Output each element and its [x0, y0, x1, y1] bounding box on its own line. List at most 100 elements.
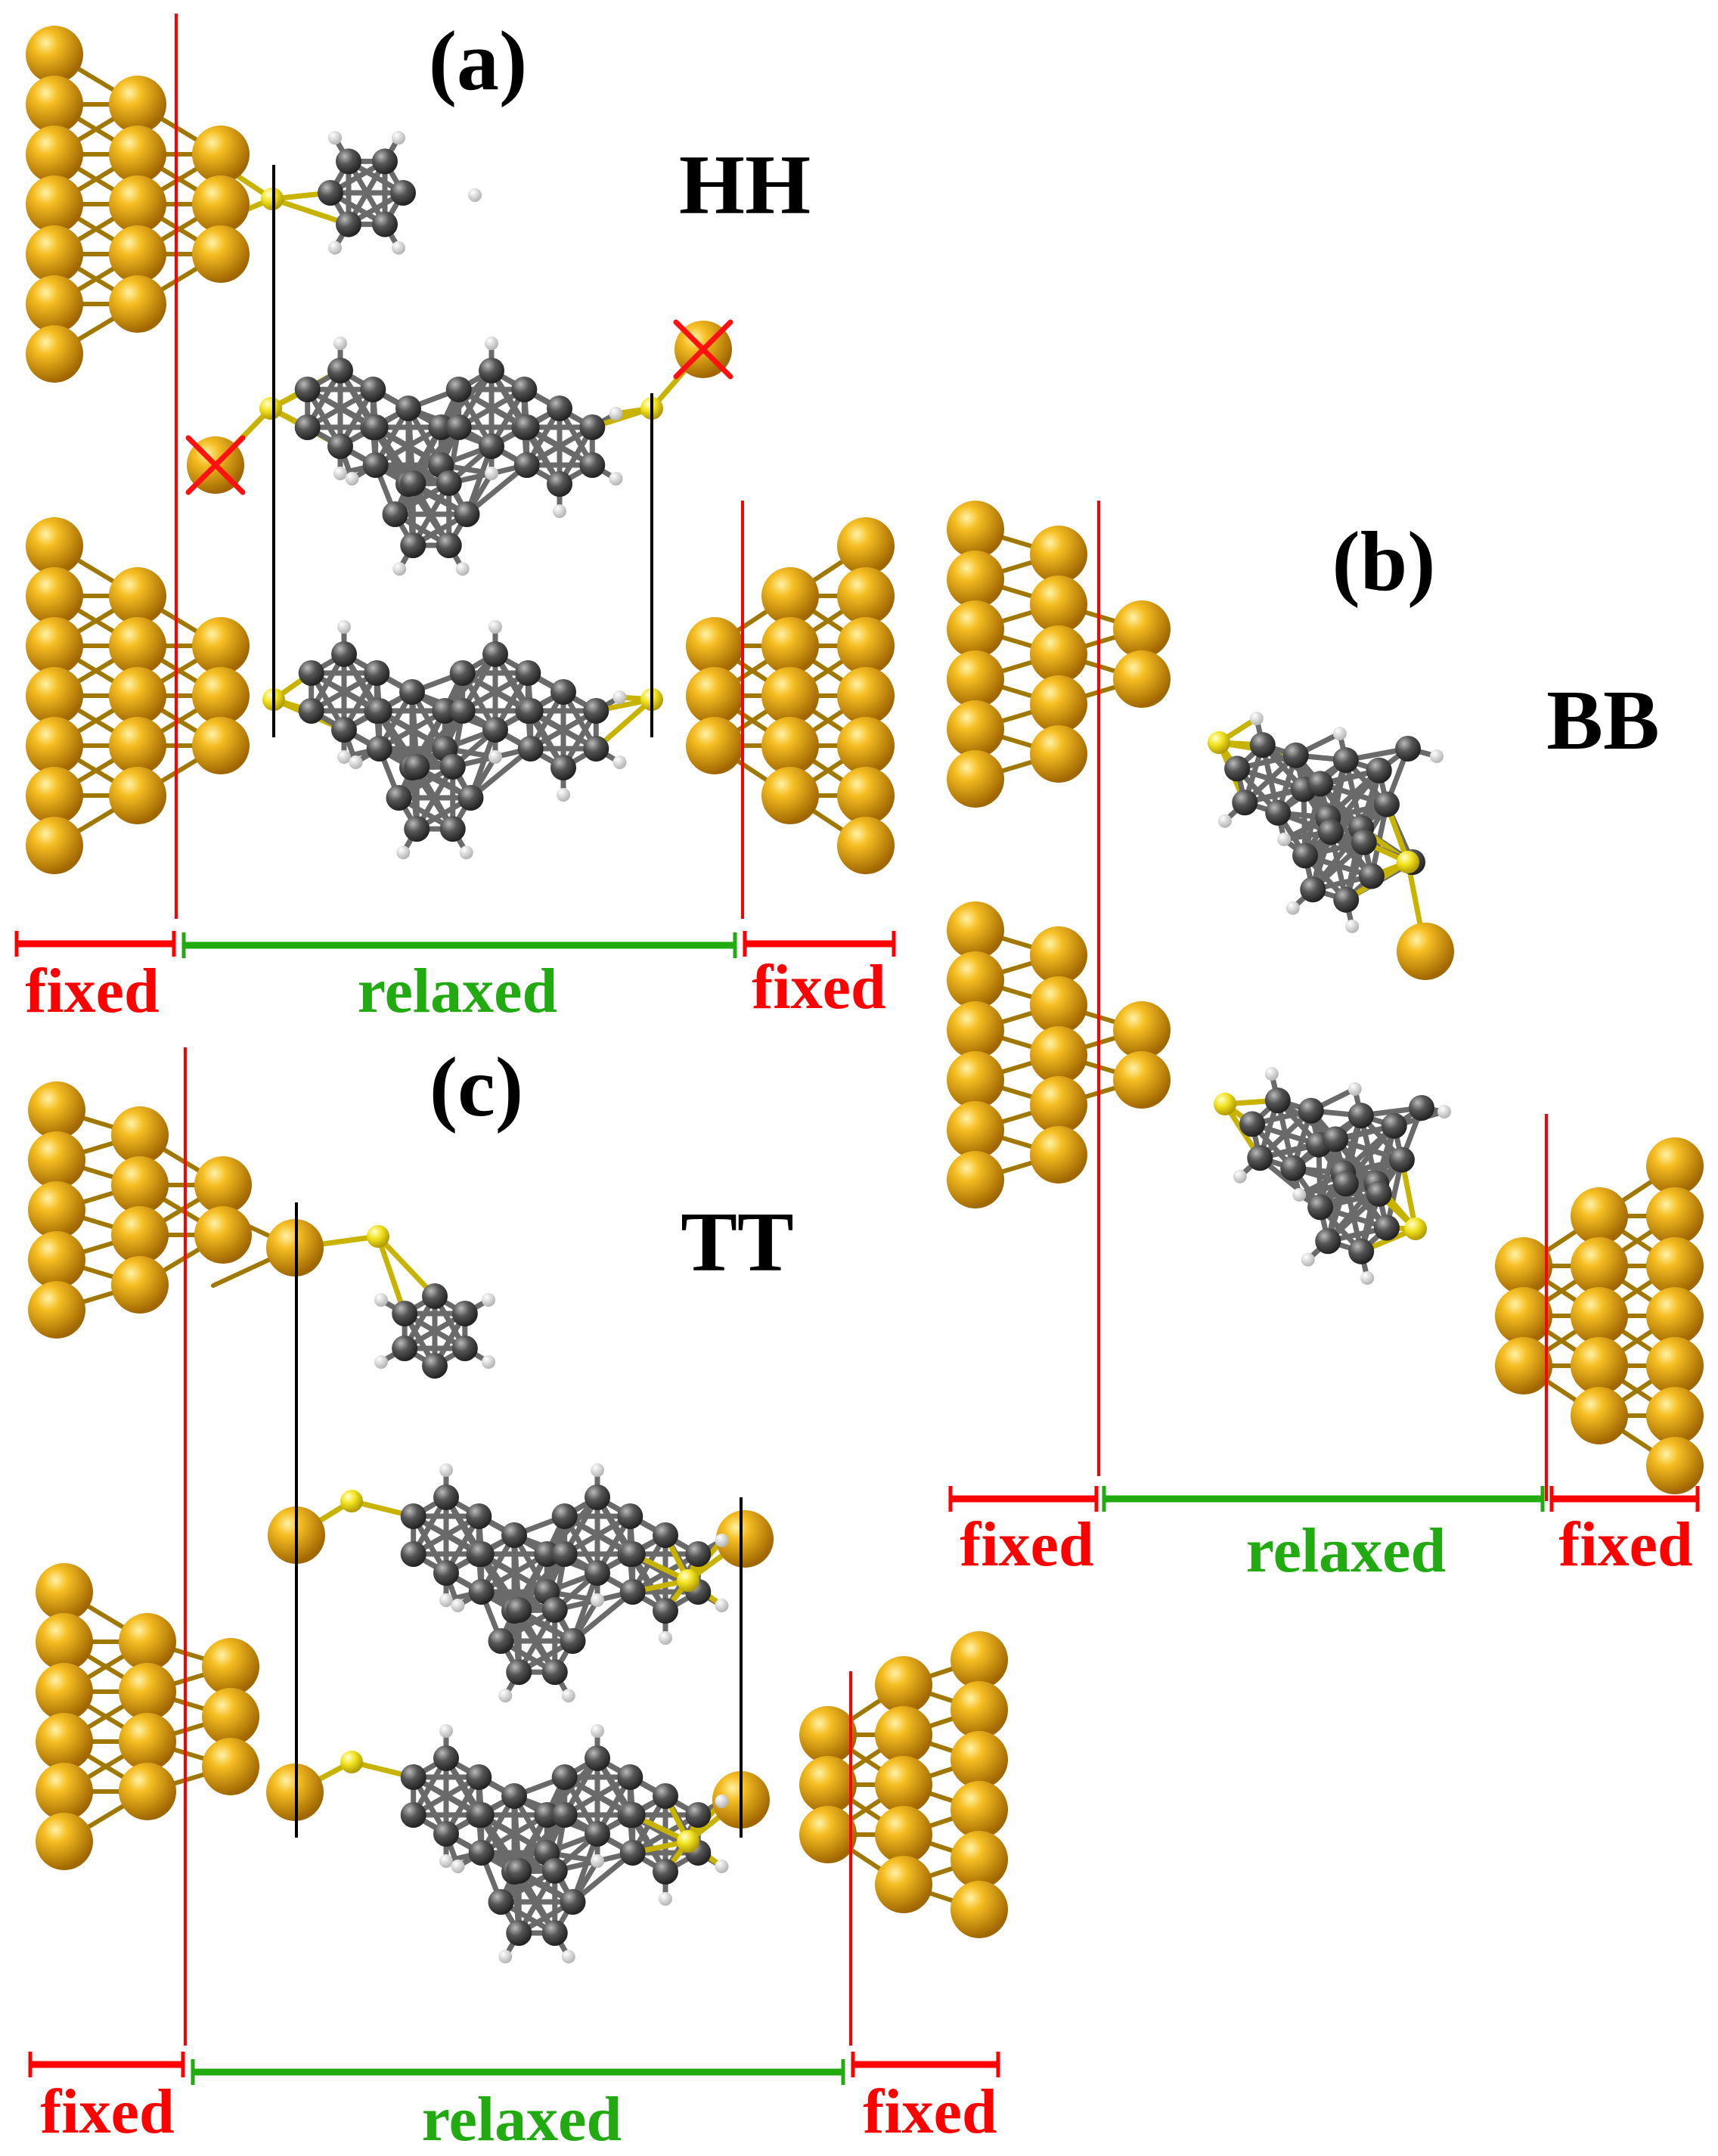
gold-atom	[26, 717, 83, 774]
carbon-atom	[1249, 732, 1276, 758]
hydrogen-atom	[561, 1689, 575, 1703]
carbon-atom	[1239, 1111, 1266, 1137]
carbon-atom	[619, 1579, 646, 1605]
guide-lines	[175, 14, 1548, 2046]
carbon-atom	[506, 1659, 532, 1686]
gold-atom	[686, 617, 743, 675]
gold-atom	[26, 767, 83, 824]
carbon-atom	[386, 785, 412, 811]
gold-atom	[1571, 1187, 1628, 1245]
gold-atom	[1646, 1287, 1704, 1345]
gold-atom	[947, 700, 1004, 758]
gold-atom	[1495, 1337, 1552, 1394]
gold-atom	[1646, 1387, 1704, 1444]
carbon-atom	[392, 1301, 418, 1326]
region-bars	[14, 931, 1700, 2085]
hydrogen-atom	[374, 1355, 388, 1369]
gold-atom	[111, 1206, 169, 1264]
gold-atom	[119, 1613, 176, 1671]
gold-atom	[192, 617, 250, 675]
carbon-atom	[551, 1541, 578, 1567]
panel-b-fixed-left-label: fixed	[960, 1509, 1093, 1580]
gold-atom	[109, 175, 166, 233]
gold-atom	[109, 76, 166, 133]
gold-atom	[109, 126, 166, 183]
gold-atom	[1571, 1337, 1628, 1394]
gold-atom	[1030, 625, 1087, 683]
carbon-atom	[1292, 842, 1319, 869]
gold-atom	[1030, 976, 1087, 1034]
hydrogen-atom	[485, 467, 498, 480]
carbon-atom	[1264, 1087, 1291, 1114]
carbon-atom	[1265, 799, 1292, 826]
hydrogen-atom	[553, 504, 566, 518]
carbon-atom	[433, 1745, 459, 1771]
panel-c-relaxed-bar	[191, 2059, 845, 2085]
carbon-atom	[541, 1659, 568, 1686]
panel-b-fixed-right-label: fixed	[1558, 1509, 1692, 1580]
hydrogen-atom	[333, 467, 347, 480]
hydrogen-atom	[392, 131, 405, 145]
panel-c-fixed-left-label: fixed	[40, 2077, 174, 2147]
carbon-atom	[488, 1628, 514, 1654]
carbon-atom	[551, 1764, 578, 1790]
carbon-atom	[445, 377, 472, 402]
carbon-atom	[583, 736, 609, 762]
gold-atom	[192, 225, 250, 283]
carbon-atom	[1247, 1145, 1273, 1171]
gold-atom	[947, 901, 1004, 959]
carbon-atom	[1280, 1155, 1307, 1181]
hydrogen-atom	[333, 337, 347, 350]
gold-atom	[947, 750, 1004, 808]
panel-a-relaxed-label: relaxed	[358, 956, 557, 1026]
hydrogen-atom	[1345, 919, 1360, 933]
carbon-atom	[479, 433, 504, 459]
carbon-atom	[454, 501, 480, 527]
carbon-atom	[436, 470, 462, 496]
carbon-atom	[1395, 736, 1421, 762]
carbon-atom	[583, 698, 609, 724]
panel-c-relaxed-label: relaxed	[422, 2084, 622, 2154]
gold-atom	[1113, 650, 1171, 708]
hydrogen-atom	[345, 472, 359, 485]
carbon-atom	[327, 433, 353, 459]
gold-atom	[716, 1510, 774, 1568]
hydrogen-atom	[1285, 901, 1300, 915]
gold-atom	[26, 667, 83, 724]
carbon-atom	[1409, 1095, 1434, 1121]
gold-atom	[875, 1856, 932, 1913]
hydrogen-atom	[498, 1950, 513, 1964]
sulfur-atom	[340, 1751, 363, 1773]
gold-atom	[950, 1631, 1008, 1689]
gold-atom	[26, 567, 83, 625]
molecular-bond	[570, 1850, 636, 1905]
hydrogen-atom	[659, 1631, 672, 1645]
hydrogen-atom	[591, 1463, 604, 1477]
hydrogen-atom	[715, 1860, 729, 1873]
carbon-atom	[619, 1541, 646, 1567]
sulfur-atom	[340, 1490, 363, 1512]
gold-atom	[36, 1663, 93, 1720]
carbon-atom	[513, 452, 540, 478]
hydrogen-atom	[1277, 832, 1292, 846]
hydrogen-atom	[609, 472, 623, 485]
panel-c-fixed-right-bar	[851, 2052, 1000, 2077]
sulfur-atom	[259, 397, 282, 420]
gold-atom	[1113, 600, 1171, 658]
hydrogen-atom	[392, 562, 407, 576]
carbon-atom	[513, 414, 540, 440]
hydrogen-atom	[1347, 1082, 1362, 1097]
carbon-atom	[400, 1503, 426, 1529]
hydrogen-atom	[439, 1593, 453, 1607]
carbon-atom	[653, 1598, 678, 1624]
carbon-atom	[579, 414, 606, 440]
hydrogen-atom	[482, 1355, 496, 1369]
carbon-atom	[390, 180, 416, 206]
hydrogen-atom	[337, 620, 351, 634]
carbon-atom	[1333, 886, 1360, 913]
gold-atom	[28, 1181, 85, 1239]
carbon-atom	[1315, 1228, 1341, 1255]
carbon-atom	[585, 1821, 610, 1847]
gold-atom	[28, 1281, 85, 1339]
hydrogen-atom	[1360, 1270, 1375, 1285]
